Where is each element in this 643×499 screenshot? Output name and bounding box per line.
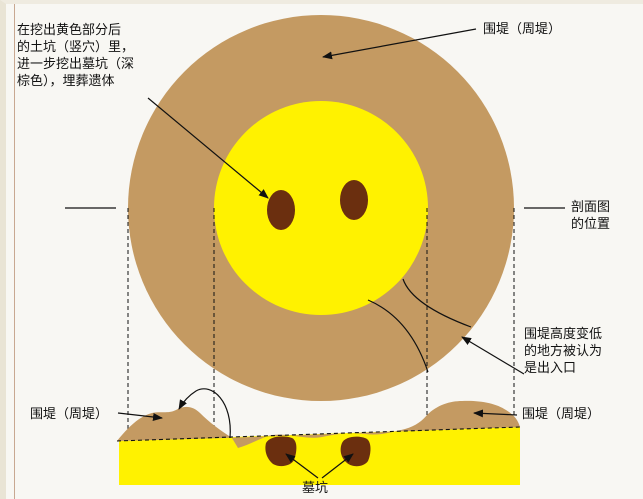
section-embankment-left: [117, 400, 520, 448]
entrance-note-line-1: 围堤高度变低: [524, 327, 603, 342]
arrow-embankment-top: [322, 28, 477, 60]
entrance-note-line-3: 是出入口: [524, 361, 577, 376]
grave-pit-left: [267, 190, 295, 230]
section-position-line-2: 的位置: [571, 217, 611, 232]
section-position-line-1: 剖面图: [571, 200, 611, 215]
section-position-label: 剖面图 的位置: [571, 199, 610, 233]
section-yellow-pit: [119, 427, 520, 485]
inner-note-line-1: 在挖出黄色部分后: [17, 23, 122, 38]
inner-note-line-2: 的土坑（竖穴）里，: [17, 40, 135, 55]
arrow-embankment-left-curve: [178, 388, 231, 439]
entrance-note-line-2: 的地方被认为: [524, 344, 603, 359]
inner-note-line-4: 棕色），埋葬遗体: [17, 74, 115, 89]
entrance-note-label: 围堤高度变低 的地方被认为 是出入口: [524, 326, 602, 377]
grave-pit-label: 墓坑: [302, 481, 329, 496]
embankment-top-label: 围堤（周堤）: [483, 22, 562, 37]
grave-pit-right: [340, 180, 368, 220]
inner-note-label: 在挖出黄色部分后 的土坑（竖穴）里， 进一步挖出墓坑（深 棕色），埋葬遗体: [17, 22, 134, 90]
arrow-embankment-left: [117, 412, 163, 421]
arrow-inner-note: [147, 97, 269, 199]
arrow-entrance: [461, 336, 525, 375]
arrow-grave-right: [321, 453, 354, 479]
entrance-gap-curve-1: [402, 278, 472, 328]
entrance-gap-curve-2: [367, 299, 429, 373]
inner-note-line-3: 进一步挖出墓坑（深: [17, 57, 135, 72]
embankment-right-label: 围堤（周堤）: [522, 407, 601, 422]
embankment-left-label: 围堤（周堤）: [30, 407, 109, 422]
arrow-grave-left: [285, 453, 319, 479]
inner-pit-yellow: [214, 101, 428, 315]
section-ground-line: [116, 426, 521, 442]
arrow-embankment-right: [473, 409, 518, 418]
projection-lines: [127, 208, 515, 440]
